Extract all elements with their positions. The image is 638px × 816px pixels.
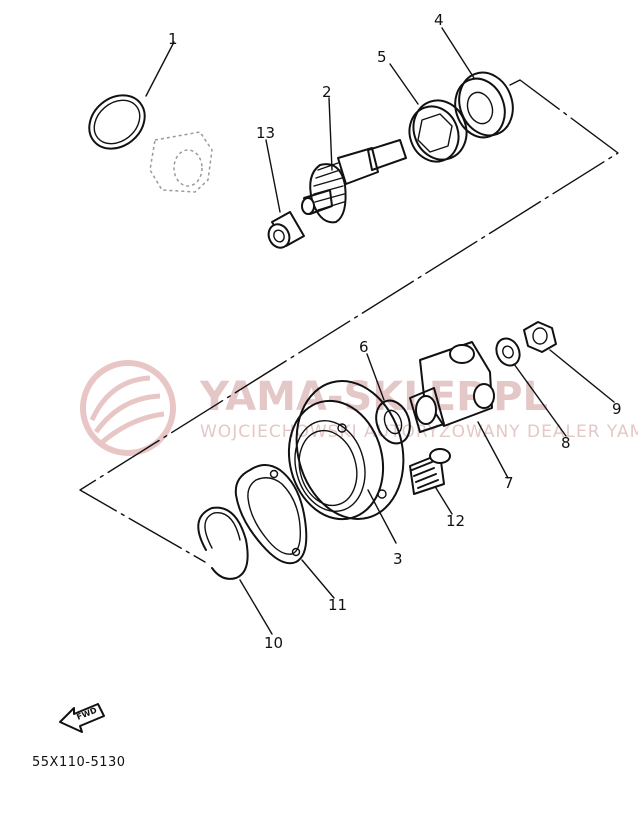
callout-8: 8	[561, 434, 571, 452]
callout-4: 4	[434, 11, 444, 29]
part-6-oil-seal	[375, 399, 411, 445]
leader-4	[441, 27, 475, 79]
part-5-retainer-nut	[408, 99, 468, 163]
leader-1	[145, 41, 175, 97]
callout-10: 10	[264, 634, 283, 652]
callout-2: 2	[322, 83, 332, 101]
leader-2	[328, 97, 333, 171]
reference-gear-outline	[149, 131, 213, 193]
part-code: 55X110-5130	[32, 755, 126, 770]
leader-3	[367, 489, 397, 544]
part-2-bevel-gear-shaft	[301, 139, 407, 224]
callout-12: 12	[446, 512, 465, 530]
leader-10	[239, 579, 273, 635]
callout-6: 6	[359, 338, 369, 356]
part-12-bolt	[409, 448, 451, 495]
part-11-gasket	[234, 464, 308, 565]
callout-3: 3	[393, 550, 403, 568]
watermark-logo	[80, 360, 176, 456]
part-13-needle-bearing	[267, 211, 305, 249]
callout-13: 13	[256, 124, 275, 142]
part-4-bearing	[454, 71, 514, 139]
callout-7: 7	[504, 474, 514, 492]
leader-11	[301, 559, 335, 599]
leader-8	[513, 363, 567, 437]
leader-5	[389, 63, 419, 105]
part-9-nut	[523, 321, 557, 353]
callout-1: 1	[168, 30, 178, 48]
part-3-bearing-housing	[287, 380, 405, 521]
callout-5: 5	[377, 48, 387, 66]
leader-9	[549, 349, 615, 403]
upper-group-bracket	[79, 79, 619, 563]
callout-11: 11	[328, 596, 347, 614]
fwd-arrow-icon: FWD	[59, 703, 105, 733]
leader-12	[435, 487, 453, 515]
part-1-o-ring	[88, 94, 146, 150]
part-10-circlip	[197, 506, 249, 580]
leader-7	[477, 421, 509, 479]
callout-9: 9	[612, 400, 622, 418]
watermark-text: YAMA-SKLEP.PL	[199, 374, 548, 420]
leader-6	[366, 353, 385, 401]
part-7-yoke	[409, 341, 495, 433]
part-8-washer	[495, 337, 521, 367]
leader-13	[265, 139, 281, 213]
